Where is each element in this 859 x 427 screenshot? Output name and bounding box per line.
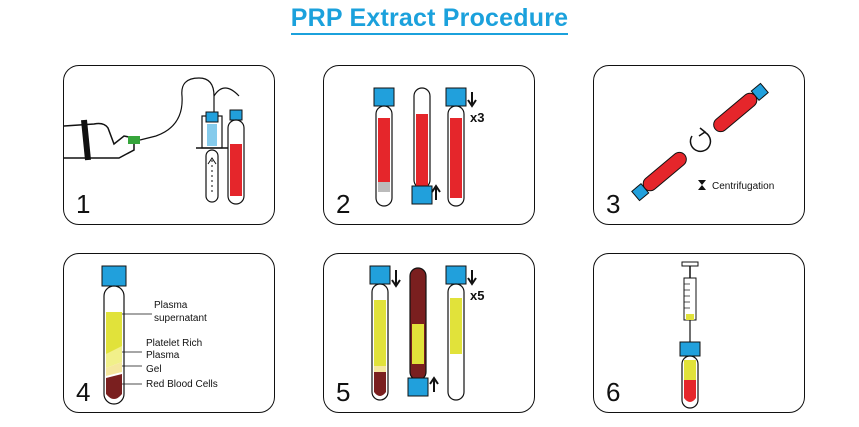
tubing	[155, 77, 215, 137]
blood-fill	[416, 114, 428, 188]
repeat-label: x3	[470, 110, 484, 125]
centrifugation-label: Centrifugation	[712, 181, 774, 192]
rbc-layer	[374, 372, 386, 396]
step-number: 6	[606, 377, 621, 407]
plasma-layer	[450, 298, 462, 354]
arm-outline	[64, 122, 135, 159]
step-number: 1	[76, 189, 91, 219]
tube-right	[713, 92, 758, 133]
platelet-rich-layer	[106, 346, 122, 368]
tube-cap	[411, 185, 433, 205]
rbc-label: Red Blood Cells	[146, 379, 218, 390]
flip-arrow-icon	[467, 92, 477, 108]
step-6-illustration	[679, 261, 701, 409]
butterfly-needle-icon	[128, 136, 140, 144]
title-text: PRP Extract Procedure	[290, 4, 569, 35]
rotation-icon	[689, 131, 712, 153]
flip-arrow-icon	[467, 270, 477, 286]
plasma-layer	[684, 360, 696, 380]
step-3-panel: Centrifugation 3	[593, 65, 805, 225]
tube-cap	[750, 82, 769, 102]
step-1-illustration	[64, 77, 245, 205]
tube-cap	[373, 87, 395, 107]
gel-layer	[106, 362, 122, 376]
needle	[139, 135, 157, 141]
tube-cap	[445, 87, 467, 107]
step-5-illustration: x5	[369, 265, 484, 401]
platelet-rich-label: Platelet Rich	[146, 338, 202, 349]
tube-cap	[369, 265, 391, 285]
flip-arrow-icon	[429, 376, 439, 392]
step-2-panel: x3 2	[323, 65, 535, 225]
tubing-branch	[213, 87, 240, 97]
step-number: 4	[76, 377, 91, 407]
up-arrow-icon	[207, 157, 217, 165]
flip-arrow-icon	[391, 270, 401, 288]
plasma-layer	[412, 324, 424, 364]
gel-layer	[374, 366, 386, 372]
step-number: 2	[336, 189, 351, 219]
plasma-label: Plasma	[154, 300, 188, 311]
step-5-panel: x5 5	[323, 253, 535, 413]
step-1-panel: 1	[63, 65, 275, 225]
supernatant-label: supernatant	[154, 313, 207, 324]
tube-cap	[205, 111, 219, 123]
tube-left	[642, 151, 687, 192]
step-4-illustration: Plasma supernatant Platelet Rich Plasma …	[101, 265, 218, 405]
tube-cap	[679, 341, 701, 357]
tube-cap	[229, 109, 243, 121]
blood-fill	[450, 118, 462, 198]
tourniquet	[81, 119, 91, 161]
tube-cap	[631, 182, 650, 202]
tube-cap	[101, 265, 127, 287]
blood-fill	[378, 118, 390, 182]
blood-fill	[230, 144, 242, 196]
plasma-layer	[374, 300, 386, 366]
rbc-layer	[106, 374, 122, 399]
step-2-illustration: x3	[373, 87, 484, 207]
gel-layer	[378, 182, 390, 192]
step-4-panel: Plasma supernatant Platelet Rich Plasma …	[63, 253, 275, 413]
tube-cap	[445, 265, 467, 285]
repeat-label: x5	[470, 288, 484, 303]
step-number: 5	[336, 377, 351, 407]
step-number: 3	[606, 189, 621, 219]
plasma-label-2: Plasma	[146, 350, 180, 361]
hourglass-icon	[698, 180, 706, 190]
tube-cap	[407, 377, 429, 397]
blood-layer	[684, 380, 696, 402]
holder-fill	[207, 124, 217, 146]
gel-label: Gel	[146, 364, 162, 375]
flip-arrow-icon	[431, 184, 441, 200]
step-3-illustration: Centrifugation	[631, 82, 774, 202]
step-6-panel: 6	[593, 253, 805, 413]
syringe-plasma	[686, 314, 694, 320]
plasma-layer	[106, 312, 122, 354]
page-title: PRP Extract Procedure	[0, 4, 859, 35]
syringe-plunger-top	[681, 261, 699, 267]
rotation-arrowhead	[698, 127, 707, 137]
